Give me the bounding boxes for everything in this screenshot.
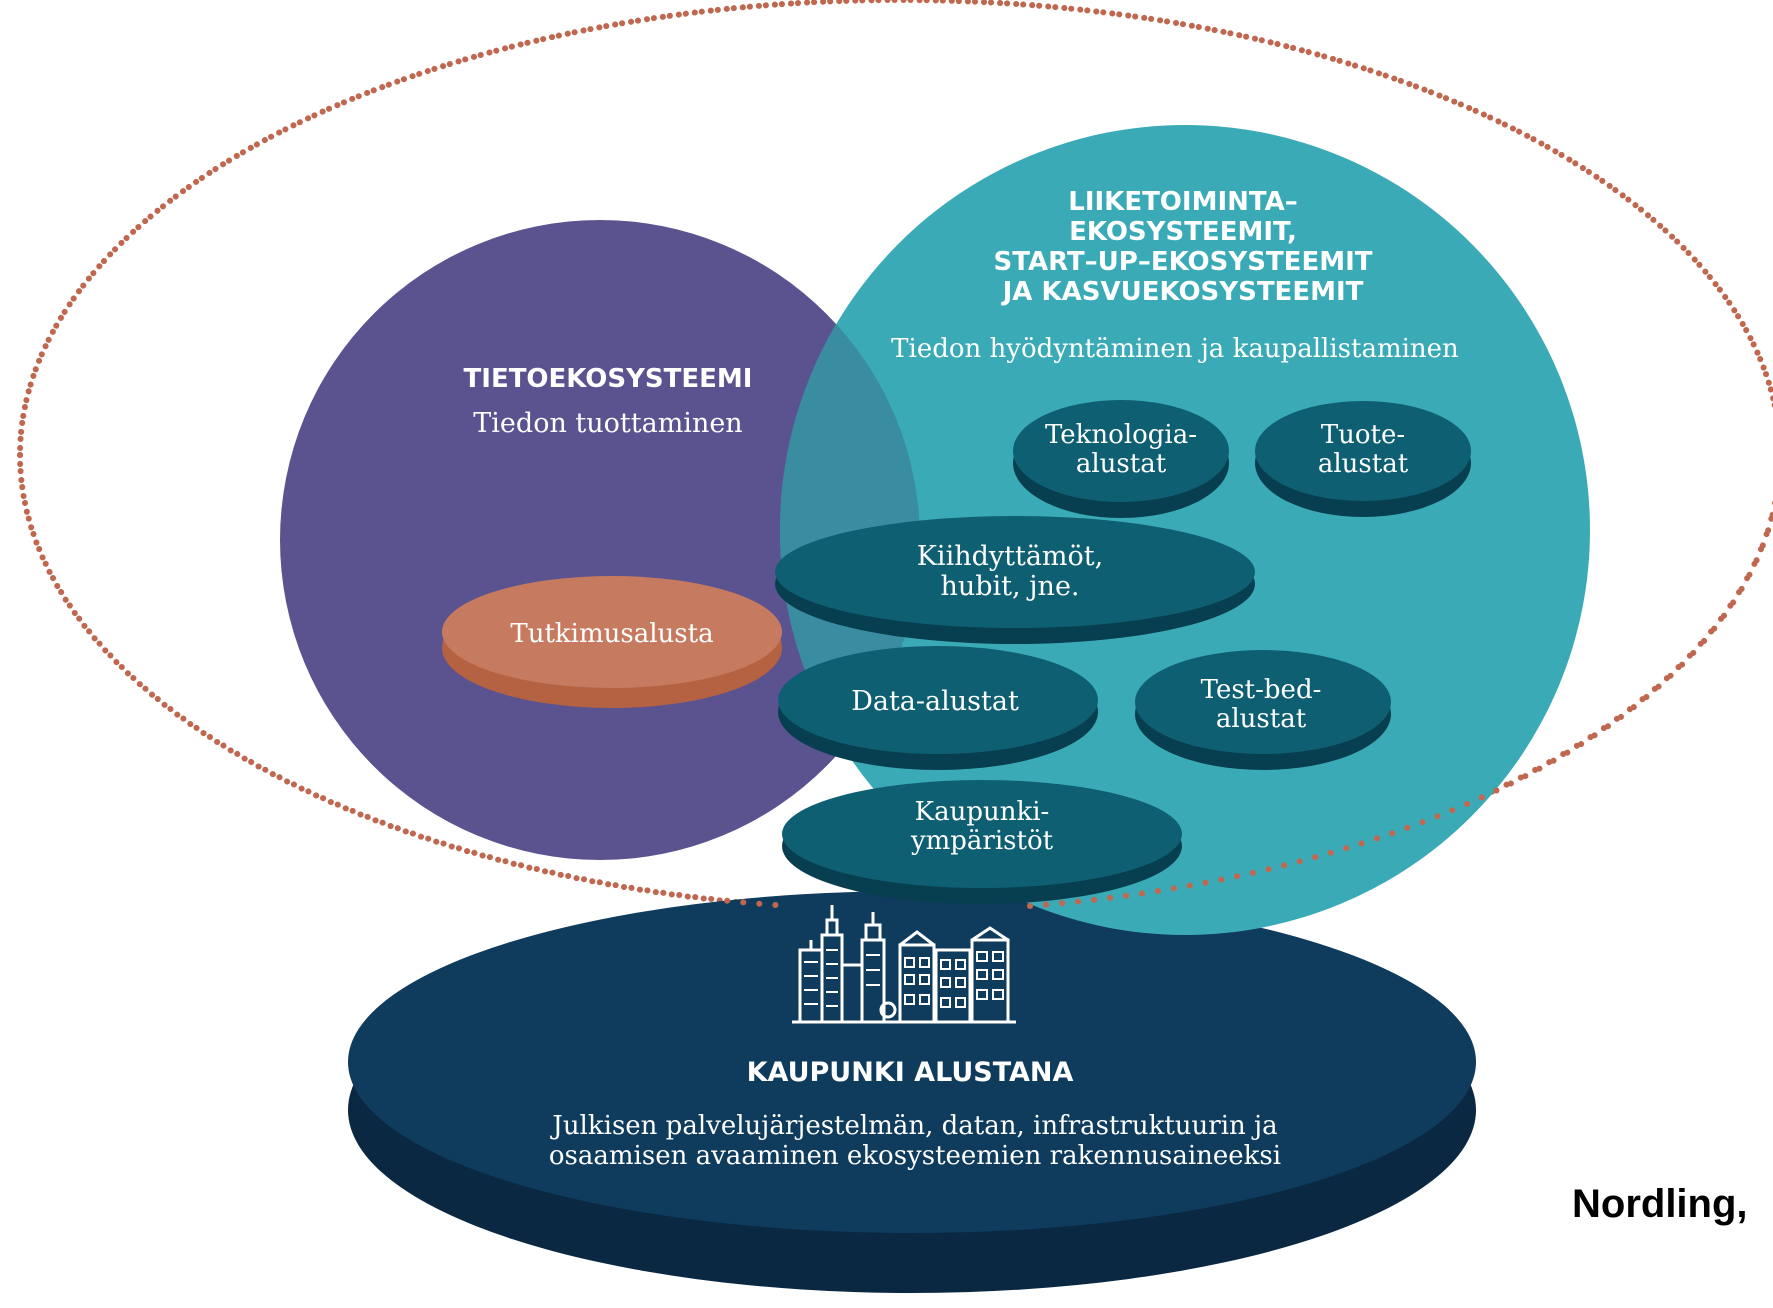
author-credit: Nordling,: [1572, 1182, 1748, 1226]
kaupunki-desc-line: osaamisen avaaminen ekosysteemien rakenn…: [549, 1141, 1281, 1171]
liiketoiminta-title-line: LIIKETOIMINTA–: [1068, 187, 1297, 217]
tuote-alustat-label: alustat: [1318, 449, 1409, 479]
kiihdyttamot-platform: Kiihdyttämöt, hubit, jne.: [775, 516, 1255, 644]
liiketoiminta-title-line: START–UP–EKOSYSTEEMIT: [994, 247, 1373, 277]
teknologia-alustat-label: alustat: [1076, 449, 1167, 479]
kiihdyttamot-label: Kiihdyttämöt,: [917, 541, 1103, 572]
tutkimusalusta-top: [442, 576, 782, 688]
outer-dotted-ellipse-upper: [17, 0, 1773, 458]
outer-dotted-ellipse-lower-left: [17, 452, 793, 909]
kiihdyttamot-top: [775, 516, 1255, 628]
city-skyline-icon: [792, 905, 1016, 1024]
tutkimusalusta-platform: Tutkimusalusta: [442, 576, 782, 708]
tietoekosysteemi-circle: [280, 220, 920, 860]
testbed-alustat-platform: Test-bed- alustat: [1135, 650, 1391, 770]
kaupunki-platform-top: [348, 891, 1476, 1233]
outer-dotted-ellipse-lower-right: [1027, 498, 1773, 909]
kiihdyttamot-label: hubit, jne.: [940, 571, 1079, 602]
liiketoiminta-subtitle: Tiedon hyödyntäminen ja kaupallistaminen: [891, 334, 1459, 364]
kaupunkiymparistot-top: [782, 780, 1182, 888]
teknologia-alustat-label: Teknologia-: [1045, 420, 1197, 450]
data-alustat-top: [778, 646, 1098, 754]
tietoekosysteemi-title: TIETOEKOSYSTEEMI: [464, 364, 753, 394]
data-alustat-platform: Data-alustat: [778, 646, 1098, 770]
tutkimusalusta-label: Tutkimusalusta: [510, 619, 713, 649]
testbed-alustat-label: alustat: [1216, 704, 1307, 734]
liiketoiminta-title-line: EKOSYSTEEMIT,: [1069, 217, 1297, 247]
tuote-alustat-platform: Tuote- alustat: [1255, 401, 1471, 517]
teknologia-alustat-top: [1013, 400, 1229, 502]
liiketoiminta-title-line: JA KASVUEKOSYSTEEMIT: [1001, 277, 1364, 307]
data-alustat-label: Data-alustat: [851, 686, 1019, 717]
kaupunki-title: KAUPUNKI ALUSTANA: [747, 1057, 1074, 1088]
tuote-alustat-top: [1255, 401, 1471, 501]
kaupunki-platform: [348, 891, 1476, 1293]
testbed-alustat-top: [1135, 650, 1391, 754]
kaupunkiymparistot-platform: Kaupunki- ympäristöt: [782, 780, 1182, 904]
testbed-alustat-label: Test-bed-: [1201, 675, 1322, 705]
teknologia-alustat-platform: Teknologia- alustat: [1013, 400, 1229, 518]
tuote-alustat-label: Tuote-: [1321, 420, 1405, 450]
kaupunkiymparistot-label: ympäristöt: [910, 826, 1054, 856]
liiketoiminta-title: LIIKETOIMINTA– EKOSYSTEEMIT, START–UP–EK…: [994, 187, 1373, 307]
kaupunki-desc-line: Julkisen palvelujärjestelmän, datan, inf…: [549, 1111, 1277, 1141]
kaupunkiymparistot-label: Kaupunki-: [915, 797, 1050, 827]
tietoekosysteemi-subtitle: Tiedon tuottaminen: [473, 408, 742, 439]
